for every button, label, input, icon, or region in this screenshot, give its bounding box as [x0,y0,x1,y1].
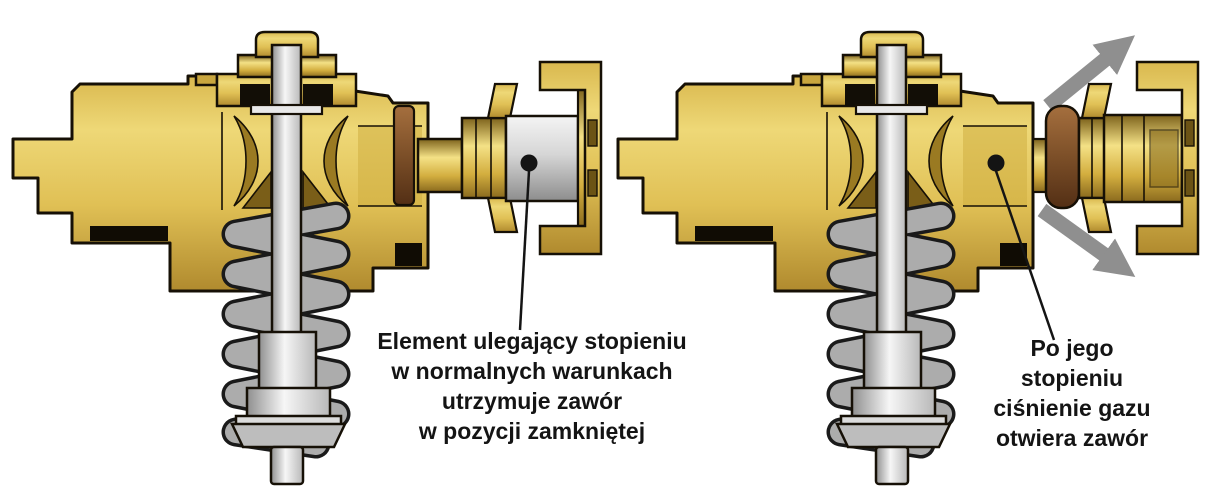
callout-dot-left [520,154,538,172]
annotation-left-line4: w pozycji zamkniętej [418,418,645,444]
displaced-seal-oring [1044,104,1081,210]
outlet-shaft [416,137,464,194]
annotation-right: Po jego stopieniu ciśnienie gazu otwiera… [993,335,1150,451]
outlet-seal-ring [392,104,416,207]
annotation-left: Element ulegający stopieniu w normalnych… [377,328,686,444]
annotation-left-line3: utrzymuje zawór [442,388,622,414]
empty-element-cavity [1102,113,1184,204]
callout-dot-right [987,154,1005,172]
outlet-flange-bracket [538,60,603,256]
annotation-left-line2: w normalnych warunkach [390,358,672,384]
valve-core-left [13,32,428,484]
callout-leader-left [518,170,531,331]
gas-escape-arrow-up [1043,35,1135,112]
retainer-prongs [1080,82,1113,234]
outlet-flange-bracket [1135,60,1200,256]
outlet-assembly-open [1031,60,1200,256]
fusible-element [504,114,580,203]
gas-escape-arrows [1037,35,1136,278]
outlet-discs [1077,116,1107,200]
annotation-right-line1: Po jego [1030,335,1113,361]
retainer-prongs [486,82,519,234]
annotation-right-line2: stopieniu [1021,365,1123,391]
annotation-left-line1: Element ulegający stopieniu [377,328,686,354]
panel-valve-closed: Element ulegający stopieniu w normalnych… [13,32,687,484]
gas-escape-arrow-down [1037,203,1136,278]
outlet-discs [460,116,508,200]
annotation-right-line4: otwiera zawór [996,425,1148,451]
callout-leader-right [994,170,1056,341]
outlet-assembly-closed [392,60,603,256]
valve-core-right [618,32,1033,484]
panel-valve-open: Po jego stopieniu ciśnienie gazu otwiera… [618,32,1200,484]
annotation-right-line3: ciśnienie gazu [993,395,1150,421]
